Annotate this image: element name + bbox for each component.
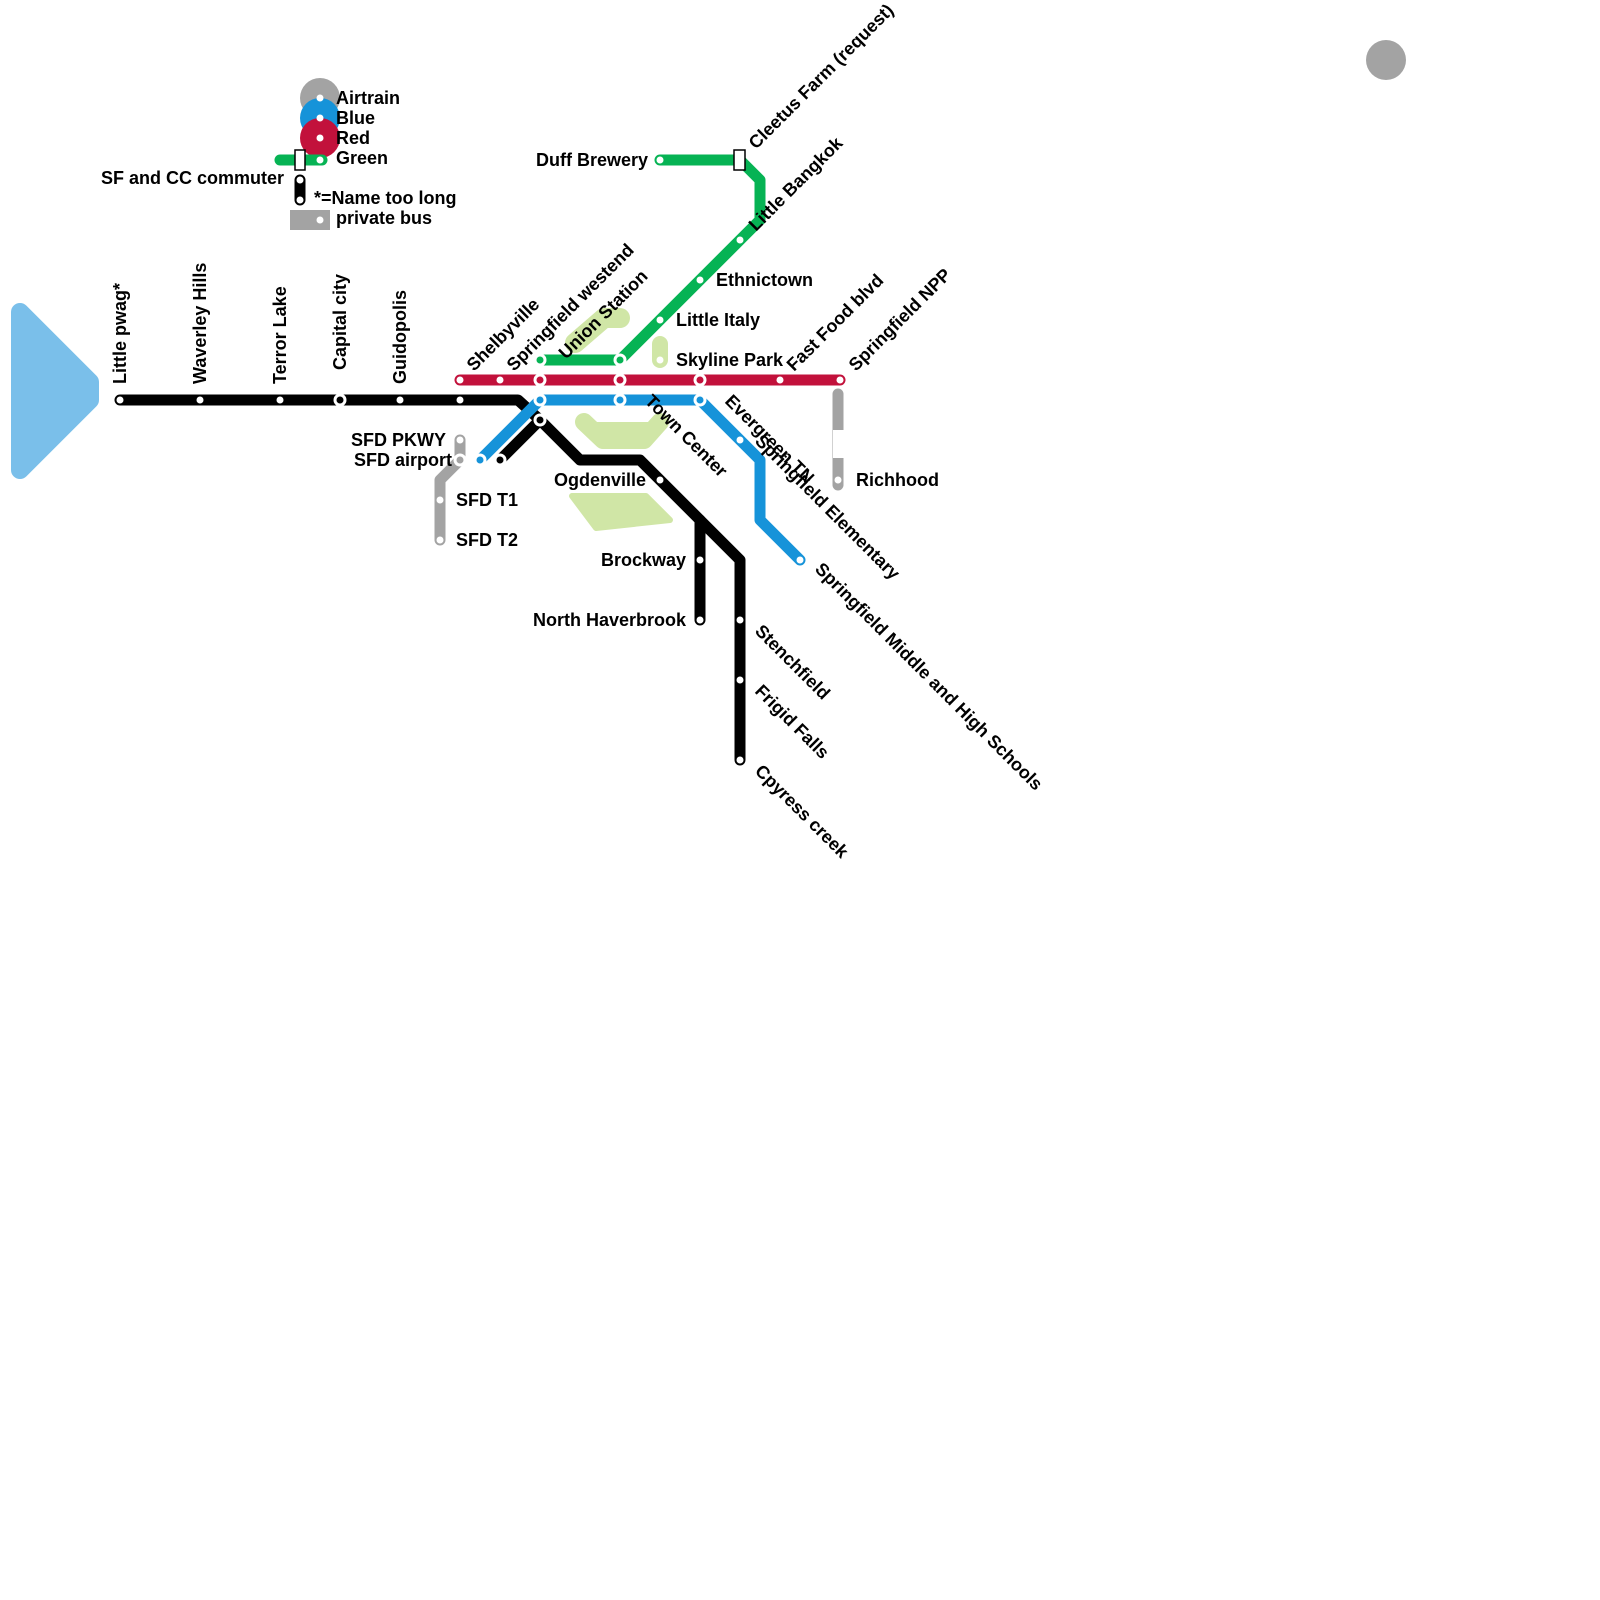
station-dot bbox=[536, 416, 544, 424]
station-dot bbox=[796, 556, 804, 564]
richhood-transfer-marker bbox=[833, 430, 844, 458]
station-dot bbox=[696, 556, 704, 564]
station-label-springfield-middle-high: Springfield Middle and High Schools bbox=[811, 559, 1046, 794]
station-dot bbox=[196, 396, 204, 404]
station-dots bbox=[116, 156, 844, 764]
station-dot bbox=[336, 396, 344, 404]
park-area bbox=[569, 493, 673, 531]
station-label-capital-city: Capital city bbox=[330, 274, 350, 370]
station-dot bbox=[616, 356, 624, 364]
station-label-richhood: Richhood bbox=[856, 470, 939, 490]
legend-bus-swatch bbox=[290, 210, 330, 230]
station-dot bbox=[696, 616, 704, 624]
station-dot bbox=[316, 94, 324, 102]
station-dot bbox=[696, 396, 704, 404]
legend-red-label: Red bbox=[336, 128, 370, 148]
station-dot bbox=[616, 376, 624, 384]
station-label-brockway: Brockway bbox=[601, 550, 686, 570]
legend-green-label: Green bbox=[336, 148, 388, 168]
station-dot bbox=[316, 156, 324, 164]
station-dot bbox=[316, 134, 324, 142]
station-label-skyline-park: Skyline Park bbox=[676, 350, 784, 370]
station-dot bbox=[656, 156, 664, 164]
park-area bbox=[575, 413, 669, 449]
station-dot bbox=[476, 456, 484, 464]
station-dot bbox=[616, 396, 624, 404]
station-dot bbox=[736, 756, 744, 764]
station-label-waverley-hills: Waverley Hills bbox=[190, 263, 210, 384]
station-dot bbox=[736, 616, 744, 624]
station-dot bbox=[836, 376, 844, 384]
water-area bbox=[11, 303, 99, 479]
station-dot bbox=[536, 356, 544, 364]
station-label-duff-brewery: Duff Brewery bbox=[536, 150, 648, 170]
station-label-sfd-t1: SFD T1 bbox=[456, 490, 518, 510]
station-dot bbox=[656, 316, 664, 324]
legend: Airtrain Blue Red Green SF and CC commut… bbox=[101, 78, 457, 230]
station-dot bbox=[656, 356, 664, 364]
station-label-north-haverbrook: North Haverbrook bbox=[533, 610, 687, 630]
station-dot bbox=[296, 176, 304, 184]
legend-blue-label: Blue bbox=[336, 108, 375, 128]
station-dot bbox=[456, 396, 464, 404]
station-label-cleetus-farm: Cleetus Farm (request) bbox=[745, 0, 898, 153]
cleetus-farm-request-marker bbox=[733, 149, 746, 171]
station-dot bbox=[536, 396, 544, 404]
legend-request-marker bbox=[294, 149, 306, 171]
station-dot bbox=[496, 456, 504, 464]
station-labels: Little pwag* Waverley Hills Terror Lake … bbox=[110, 0, 1047, 863]
station-dot bbox=[736, 236, 744, 244]
park-area bbox=[565, 308, 630, 353]
station-dot bbox=[436, 496, 444, 504]
station-label-ethnictown: Ethnictown bbox=[716, 270, 813, 290]
legend-commuter-label: SF and CC commuter bbox=[101, 168, 284, 188]
station-label-ogdenville: Ogdenville bbox=[554, 470, 646, 490]
station-dot bbox=[456, 456, 464, 464]
station-dot bbox=[456, 376, 464, 384]
airtrain-line bbox=[434, 388, 844, 546]
station-dot bbox=[736, 676, 744, 684]
station-dot bbox=[436, 536, 444, 544]
station-dot bbox=[316, 114, 324, 122]
map-marker-circle bbox=[1366, 40, 1406, 80]
station-dot bbox=[776, 376, 784, 384]
station-dot bbox=[456, 436, 464, 444]
station-dot bbox=[536, 376, 544, 384]
commuter-line bbox=[114, 394, 746, 766]
station-dot bbox=[316, 216, 324, 224]
station-dot bbox=[834, 476, 842, 484]
station-label-little-pwag: Little pwag* bbox=[110, 283, 130, 384]
station-dot bbox=[276, 396, 284, 404]
station-dot bbox=[736, 436, 744, 444]
station-dot bbox=[396, 396, 404, 404]
station-label-terror-lake: Terror Lake bbox=[270, 286, 290, 384]
station-label-little-italy: Little Italy bbox=[676, 310, 760, 330]
station-label-sfd-pkwy: SFD PKWY bbox=[351, 430, 446, 450]
legend-bus-label: private bus bbox=[336, 208, 432, 228]
station-dot bbox=[116, 396, 124, 404]
station-dot bbox=[496, 376, 504, 384]
station-label-cpyress-creek: Cpyress creek bbox=[751, 761, 853, 863]
station-dot bbox=[696, 376, 704, 384]
parks bbox=[565, 308, 673, 531]
legend-note: *=Name too long bbox=[314, 188, 457, 208]
station-dot bbox=[696, 276, 704, 284]
station-label-guidopolis: Guidopolis bbox=[390, 290, 410, 384]
legend-airtrain-label: Airtrain bbox=[336, 88, 400, 108]
station-label-sfd-t2: SFD T2 bbox=[456, 530, 518, 550]
station-dot bbox=[296, 196, 304, 204]
station-dot bbox=[656, 476, 664, 484]
station-label-sfd-airport: SFD airport bbox=[354, 450, 452, 470]
